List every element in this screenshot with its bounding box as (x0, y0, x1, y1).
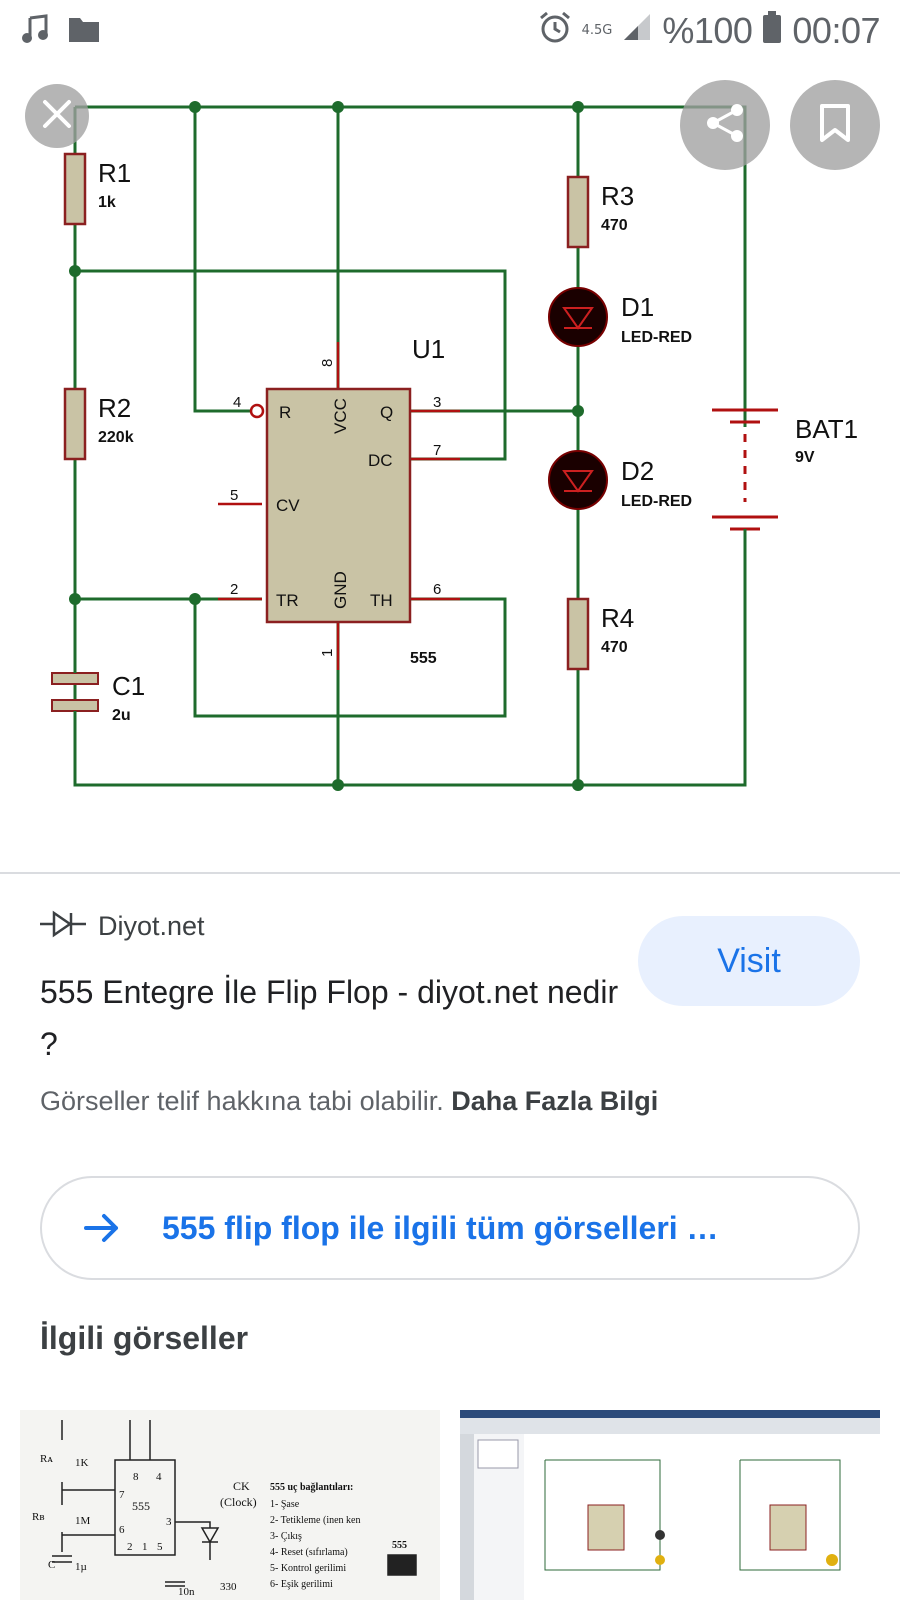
pin-number-7: 7 (433, 442, 441, 459)
pin-gnd: GND (331, 571, 350, 609)
u1-label: U1 (412, 334, 445, 364)
related-image-2[interactable] (460, 1410, 880, 1600)
related-images-title: İlgili görseller (40, 1320, 249, 1356)
ra-label: Rᴀ (40, 1453, 53, 1465)
pin-number-3: 3 (433, 394, 441, 411)
pin-vcc: VCC (331, 398, 350, 434)
all-images-button[interactable]: 555 flip flop ile ilgili tüm görselleri … (40, 1176, 860, 1280)
thumb1-pin3: 3 (166, 1516, 172, 1528)
pin-number-6: 6 (433, 581, 441, 598)
rb-label: Rʙ (32, 1511, 45, 1523)
thumb1-pin7: 7 (119, 1489, 125, 1501)
arrow-right-icon (42, 1212, 162, 1244)
diode-icon (40, 910, 86, 943)
thumb1-clock: (Clock) (220, 1495, 257, 1509)
source-row[interactable]: Diyot.net (40, 910, 205, 943)
folder-icon (68, 15, 100, 48)
copyright-notice: Görseller telif hakkına tabi olabilir. D… (40, 1086, 658, 1117)
clock-time: 00:07 (792, 10, 880, 51)
thumb1-r330: 330 (220, 1581, 237, 1593)
battery-icon (762, 10, 782, 52)
r4-value: 470 (601, 639, 628, 656)
music-note-icon (20, 13, 50, 49)
learn-more-link[interactable]: Daha Fazla Bilgi (451, 1086, 659, 1116)
r4-label: R4 (601, 603, 634, 633)
related-image-1[interactable]: Rᴀ 1K Rʙ 1M C 1µ 8 4 7 6 3 2 1 5 555 CK … (20, 1410, 440, 1600)
close-button[interactable] (25, 84, 89, 148)
alarm-icon (538, 10, 572, 53)
bookmark-icon (817, 103, 853, 148)
source-name: Diyot.net (98, 911, 205, 941)
thumb1-pin4: 4 (156, 1471, 162, 1483)
d2-value: LED-RED (621, 493, 692, 510)
thumb1-ck: CK (233, 1479, 250, 1493)
all-images-label: 555 flip flop ile ilgili tüm görselleri … (162, 1209, 719, 1246)
pin-dc: DC (368, 451, 393, 470)
pin-number-1: 1 (319, 649, 336, 657)
share-button[interactable] (680, 80, 770, 170)
thumb1-legend-1: 1- Şase (270, 1499, 300, 1510)
thumb1-legend-5: 5- Kontrol gerilimi (270, 1563, 346, 1574)
pin-tr: TR (276, 591, 299, 610)
thumb1-chip: 555 (132, 1499, 150, 1513)
r3-value: 470 (601, 217, 628, 234)
circuit-image[interactable]: R1 1k R2 220k R3 470 D1 LED-RED D2 LED-R… (0, 62, 900, 872)
status-bar: 4.5G %100 00:07 (0, 0, 900, 62)
thumb1-legend-2: 2- Tetikleme (inen ken (270, 1515, 360, 1526)
divider (0, 872, 900, 874)
copyright-text: Görseller telif hakkına tabi olabilir. (40, 1086, 444, 1116)
thumb1-ic-label: 555 (392, 1540, 407, 1551)
r2-value: 220k (98, 429, 134, 446)
rb-value: 1M (75, 1515, 91, 1527)
r3-label: R3 (601, 181, 634, 211)
bat-label: BAT1 (795, 414, 858, 444)
bat-value: 9V (795, 449, 815, 466)
pin-number-8: 8 (319, 359, 336, 367)
c-label: C (48, 1559, 55, 1571)
signal-icon (622, 12, 652, 51)
pin-th: TH (370, 591, 393, 610)
save-button[interactable] (790, 80, 880, 170)
related-image-1-diagram: Rᴀ 1K Rʙ 1M C 1µ 8 4 7 6 3 2 1 5 555 CK … (32, 1420, 417, 1598)
ra-value: 1K (75, 1457, 89, 1469)
r2-label: R2 (98, 393, 131, 423)
d1-value: LED-RED (621, 329, 692, 346)
thumb1-c10n: 10n (178, 1586, 195, 1598)
pin-number-4: 4 (233, 394, 241, 411)
pin-number-5: 5 (230, 487, 238, 504)
pin-number-2: 2 (230, 581, 238, 598)
network-type: 4.5G (581, 23, 613, 38)
d1-label: D1 (621, 292, 654, 322)
thumb1-pin6: 6 (119, 1524, 125, 1536)
thumb1-pin2: 2 (127, 1541, 133, 1553)
circuit-diagram: R1 1k R2 220k R3 470 D1 LED-RED D2 LED-R… (51, 101, 858, 791)
thumb1-pin1: 1 (142, 1541, 148, 1553)
thumb1-legend-4: 4- Reset (sıfırlama) (270, 1547, 348, 1558)
c1-value: 2u (112, 707, 131, 724)
c1-label: C1 (112, 671, 145, 701)
c-value: 1µ (75, 1561, 87, 1573)
d2-label: D2 (621, 456, 654, 486)
thumb1-legend-title: 555 uç bağlantıları: (270, 1482, 353, 1493)
thumb1-legend-3: 3- Çıkış (270, 1531, 302, 1542)
close-icon (41, 98, 73, 135)
r1-label: R1 (98, 158, 131, 188)
pin-cv: CV (276, 496, 300, 515)
pin-q: Q (380, 403, 393, 422)
share-icon (703, 101, 747, 150)
thumb1-pin5: 5 (157, 1541, 163, 1553)
r1-value: 1k (98, 194, 116, 211)
chip-label: 555 (410, 650, 437, 667)
thumb1-legend-6: 6- Eşik gerilimi (270, 1579, 333, 1590)
thumb1-pin8: 8 (133, 1471, 139, 1483)
battery-percent: %100 (662, 10, 753, 51)
pin-r: R (279, 403, 291, 422)
result-title[interactable]: 555 Entegre İle Flip Flop - diyot.net ne… (40, 974, 619, 1062)
related-image-2-screenshot (460, 1410, 880, 1600)
visit-button[interactable]: Visit (638, 916, 860, 1006)
